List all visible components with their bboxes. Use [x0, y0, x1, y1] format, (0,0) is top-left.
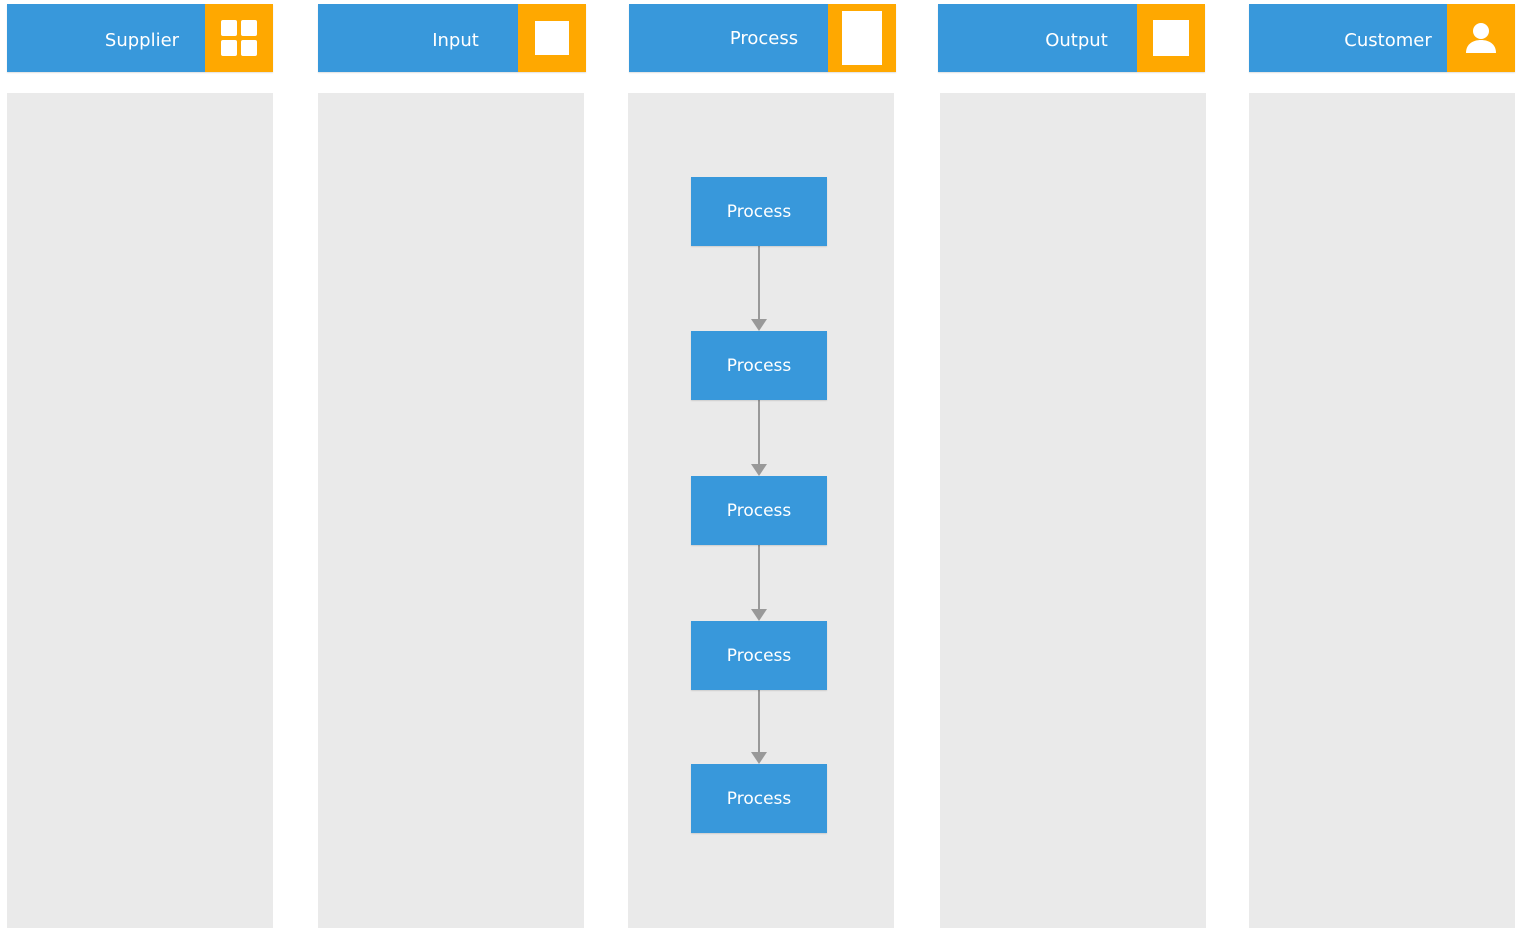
user-icon — [1447, 4, 1515, 72]
column-header-process[interactable]: Process — [629, 4, 896, 72]
process-step-label: Process — [726, 201, 792, 222]
column-header-label: Customer — [1344, 29, 1432, 51]
grid-icon — [205, 4, 273, 72]
column-header-output[interactable]: Output — [938, 4, 1205, 72]
lane-supplier — [7, 93, 273, 928]
process-step-label: Process — [726, 645, 792, 666]
process-step-box[interactable]: Process — [691, 476, 827, 545]
process-step-label: Process — [726, 500, 792, 521]
arrowhead — [751, 752, 767, 764]
column-header-supplier[interactable]: Supplier — [7, 4, 273, 72]
square-icon — [1137, 4, 1205, 72]
process-step-box[interactable]: Process — [691, 331, 827, 400]
column-header-label: Process — [729, 27, 799, 49]
column-header-customer[interactable]: Customer — [1249, 4, 1515, 72]
process-step-label: Process — [726, 788, 792, 809]
process-step-box[interactable]: Process — [691, 621, 827, 690]
column-header-input[interactable]: Input — [318, 4, 586, 72]
column-header-label: Input — [432, 29, 479, 51]
column-header-label: Output — [1045, 29, 1108, 51]
column-header-label: Supplier — [104, 29, 180, 51]
process-step-box[interactable]: Process — [691, 764, 827, 833]
page-icon — [828, 4, 896, 72]
process-step-label: Process — [726, 355, 792, 376]
arrowhead — [751, 464, 767, 476]
lane-input — [318, 93, 584, 928]
arrowhead — [751, 609, 767, 621]
process-step-box[interactable]: Process — [691, 177, 827, 246]
lane-customer — [1249, 93, 1515, 928]
arrowhead — [751, 319, 767, 331]
lane-output — [940, 93, 1206, 928]
square-icon — [518, 4, 586, 72]
